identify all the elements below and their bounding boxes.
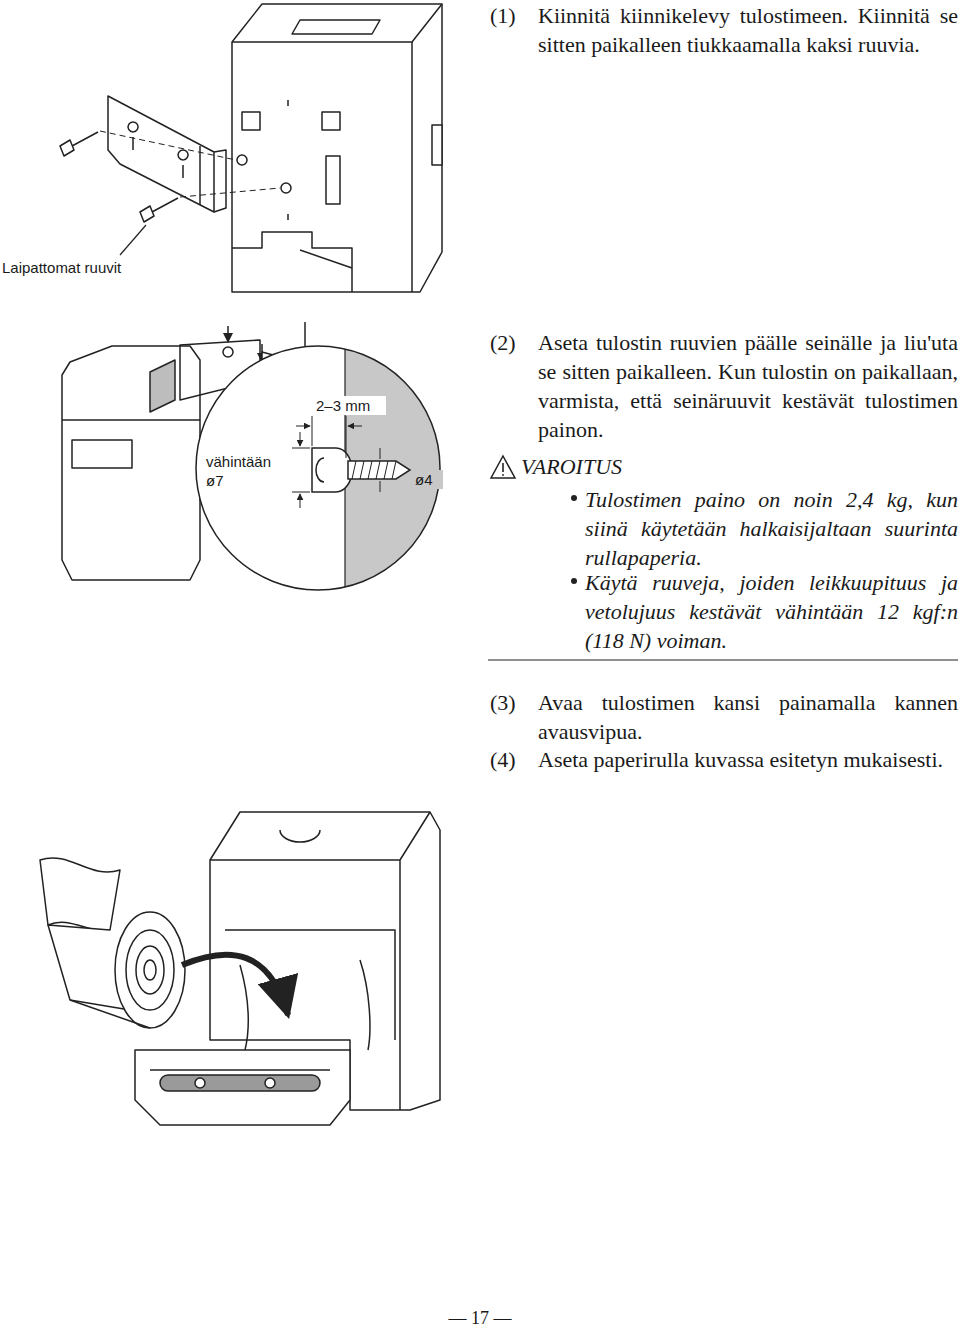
warning-icon-part	[502, 463, 504, 472]
printer-wall-figure-part	[62, 419, 200, 421]
paper-loading-figure-part	[240, 960, 370, 1050]
printer-wall-figure-part	[72, 440, 132, 468]
printer-rear-figure-part	[232, 4, 442, 292]
warning-text: Tulostimen paino on noin 2,4 kg, kun sii…	[585, 485, 958, 572]
paper-loading-figure-part	[126, 930, 174, 1010]
warning-icon-part	[491, 456, 515, 478]
drop-arrows	[228, 326, 262, 362]
drop-arrows-part	[227, 326, 229, 342]
warning-heading: VAROITUS	[521, 452, 721, 481]
printer-rear-figure-part	[281, 183, 291, 193]
insert-arrow	[182, 955, 288, 1015]
printer-wall-figure-part	[150, 360, 175, 412]
paper-loading-figure-part	[144, 960, 156, 980]
printer-rear-figure-part	[432, 125, 442, 165]
printer-rear-figure-part	[199, 146, 201, 205]
detail-bubble-part-part	[300, 494, 301, 508]
bullet	[571, 495, 577, 501]
rule-line	[488, 659, 958, 660]
paper-loading-figure-part	[40, 858, 120, 931]
step-text: Avaa tulostimen kansi painamalla kannen …	[538, 688, 958, 746]
paper-loading-figure-part	[135, 1050, 350, 1125]
step-number: (1)	[490, 1, 536, 30]
detail-bubble-part	[292, 416, 380, 508]
detail-bubble	[196, 340, 455, 600]
dimension-label: ø4	[413, 470, 443, 489]
printer-rear-figure-part	[242, 112, 260, 130]
dimension-label: vähintään ø7	[206, 452, 286, 490]
detail-bubble-part-part	[300, 432, 301, 446]
step-number: (2)	[490, 328, 536, 357]
step-number: (4)	[490, 745, 536, 774]
step-text: Aseta paperirulla kuvassa esitetyn mukai…	[538, 745, 958, 774]
paper-loading-figure-part	[115, 912, 185, 1028]
step-number: (3)	[490, 688, 536, 717]
printer-rear-figure-part	[128, 122, 138, 150]
detail-bubble-part	[316, 458, 324, 482]
paper-loading-figure	[40, 812, 440, 1125]
warning-text: Käytä ruuveja, joiden leikkuupituus ja v…	[585, 568, 958, 655]
printer-rear-figure	[60, 4, 442, 292]
printer-rear-figure-part	[140, 198, 178, 222]
paper-loading-figure-part	[150, 1069, 330, 1071]
warning-icon	[491, 456, 515, 478]
detail-bubble-part	[196, 346, 440, 590]
printer-rear-figure-part	[300, 250, 352, 268]
detail-bubble-part-part	[292, 448, 310, 492]
printer-rear-figure-part	[411, 42, 413, 292]
guide-lines	[100, 131, 280, 197]
paper-loading-figure-part	[280, 830, 320, 842]
printer-rear-figure-part	[178, 150, 188, 178]
printer-rear-figure-part	[232, 232, 352, 292]
paper-loading-figure-part	[265, 1078, 275, 1088]
guide-lines-part	[100, 131, 236, 160]
detail-bubble-part	[352, 461, 396, 479]
detail-bubble-part-part	[312, 416, 346, 458]
printer-rear-figure-part	[214, 150, 226, 212]
bullet	[571, 578, 577, 584]
printer-rear-figure-part	[287, 100, 289, 220]
printer-rear-figure-part	[60, 132, 98, 156]
printer-rear-figure-part	[232, 4, 442, 42]
detail-bubble-part	[348, 461, 410, 479]
warning-icon-part	[502, 474, 504, 476]
printer-rear-figure-part	[326, 156, 340, 204]
step-text: Kiinnitä kiinnikelevy tulostimeen. Kiinn…	[538, 1, 958, 59]
paper-loading-figure-part	[195, 1078, 205, 1088]
part-name: Laipattomat ruuvit	[2, 258, 182, 277]
guide-lines-part	[180, 188, 280, 197]
page-number: — 17 —	[430, 1304, 530, 1328]
printer-rear-figure-part	[237, 155, 247, 165]
step-text: Aseta tulostin ruuvien päälle seinälle j…	[538, 328, 958, 444]
detail-bubble-part-part	[348, 426, 362, 427]
leader-line	[120, 225, 146, 255]
printer-rear-figure-part	[108, 96, 214, 212]
paper-loading-figure-part	[136, 946, 164, 994]
printer-wall-figure-part	[223, 347, 233, 357]
printer-rear-figure-part	[292, 20, 380, 34]
detail-bubble-part-part	[380, 448, 381, 492]
printer-rear-figure-part	[322, 112, 340, 130]
paper-loading-figure-part	[160, 1075, 320, 1091]
detail-bubble-part	[345, 340, 455, 600]
dimension-label: 2–3 mm	[316, 396, 386, 415]
detail-bubble-part-part	[296, 426, 310, 427]
